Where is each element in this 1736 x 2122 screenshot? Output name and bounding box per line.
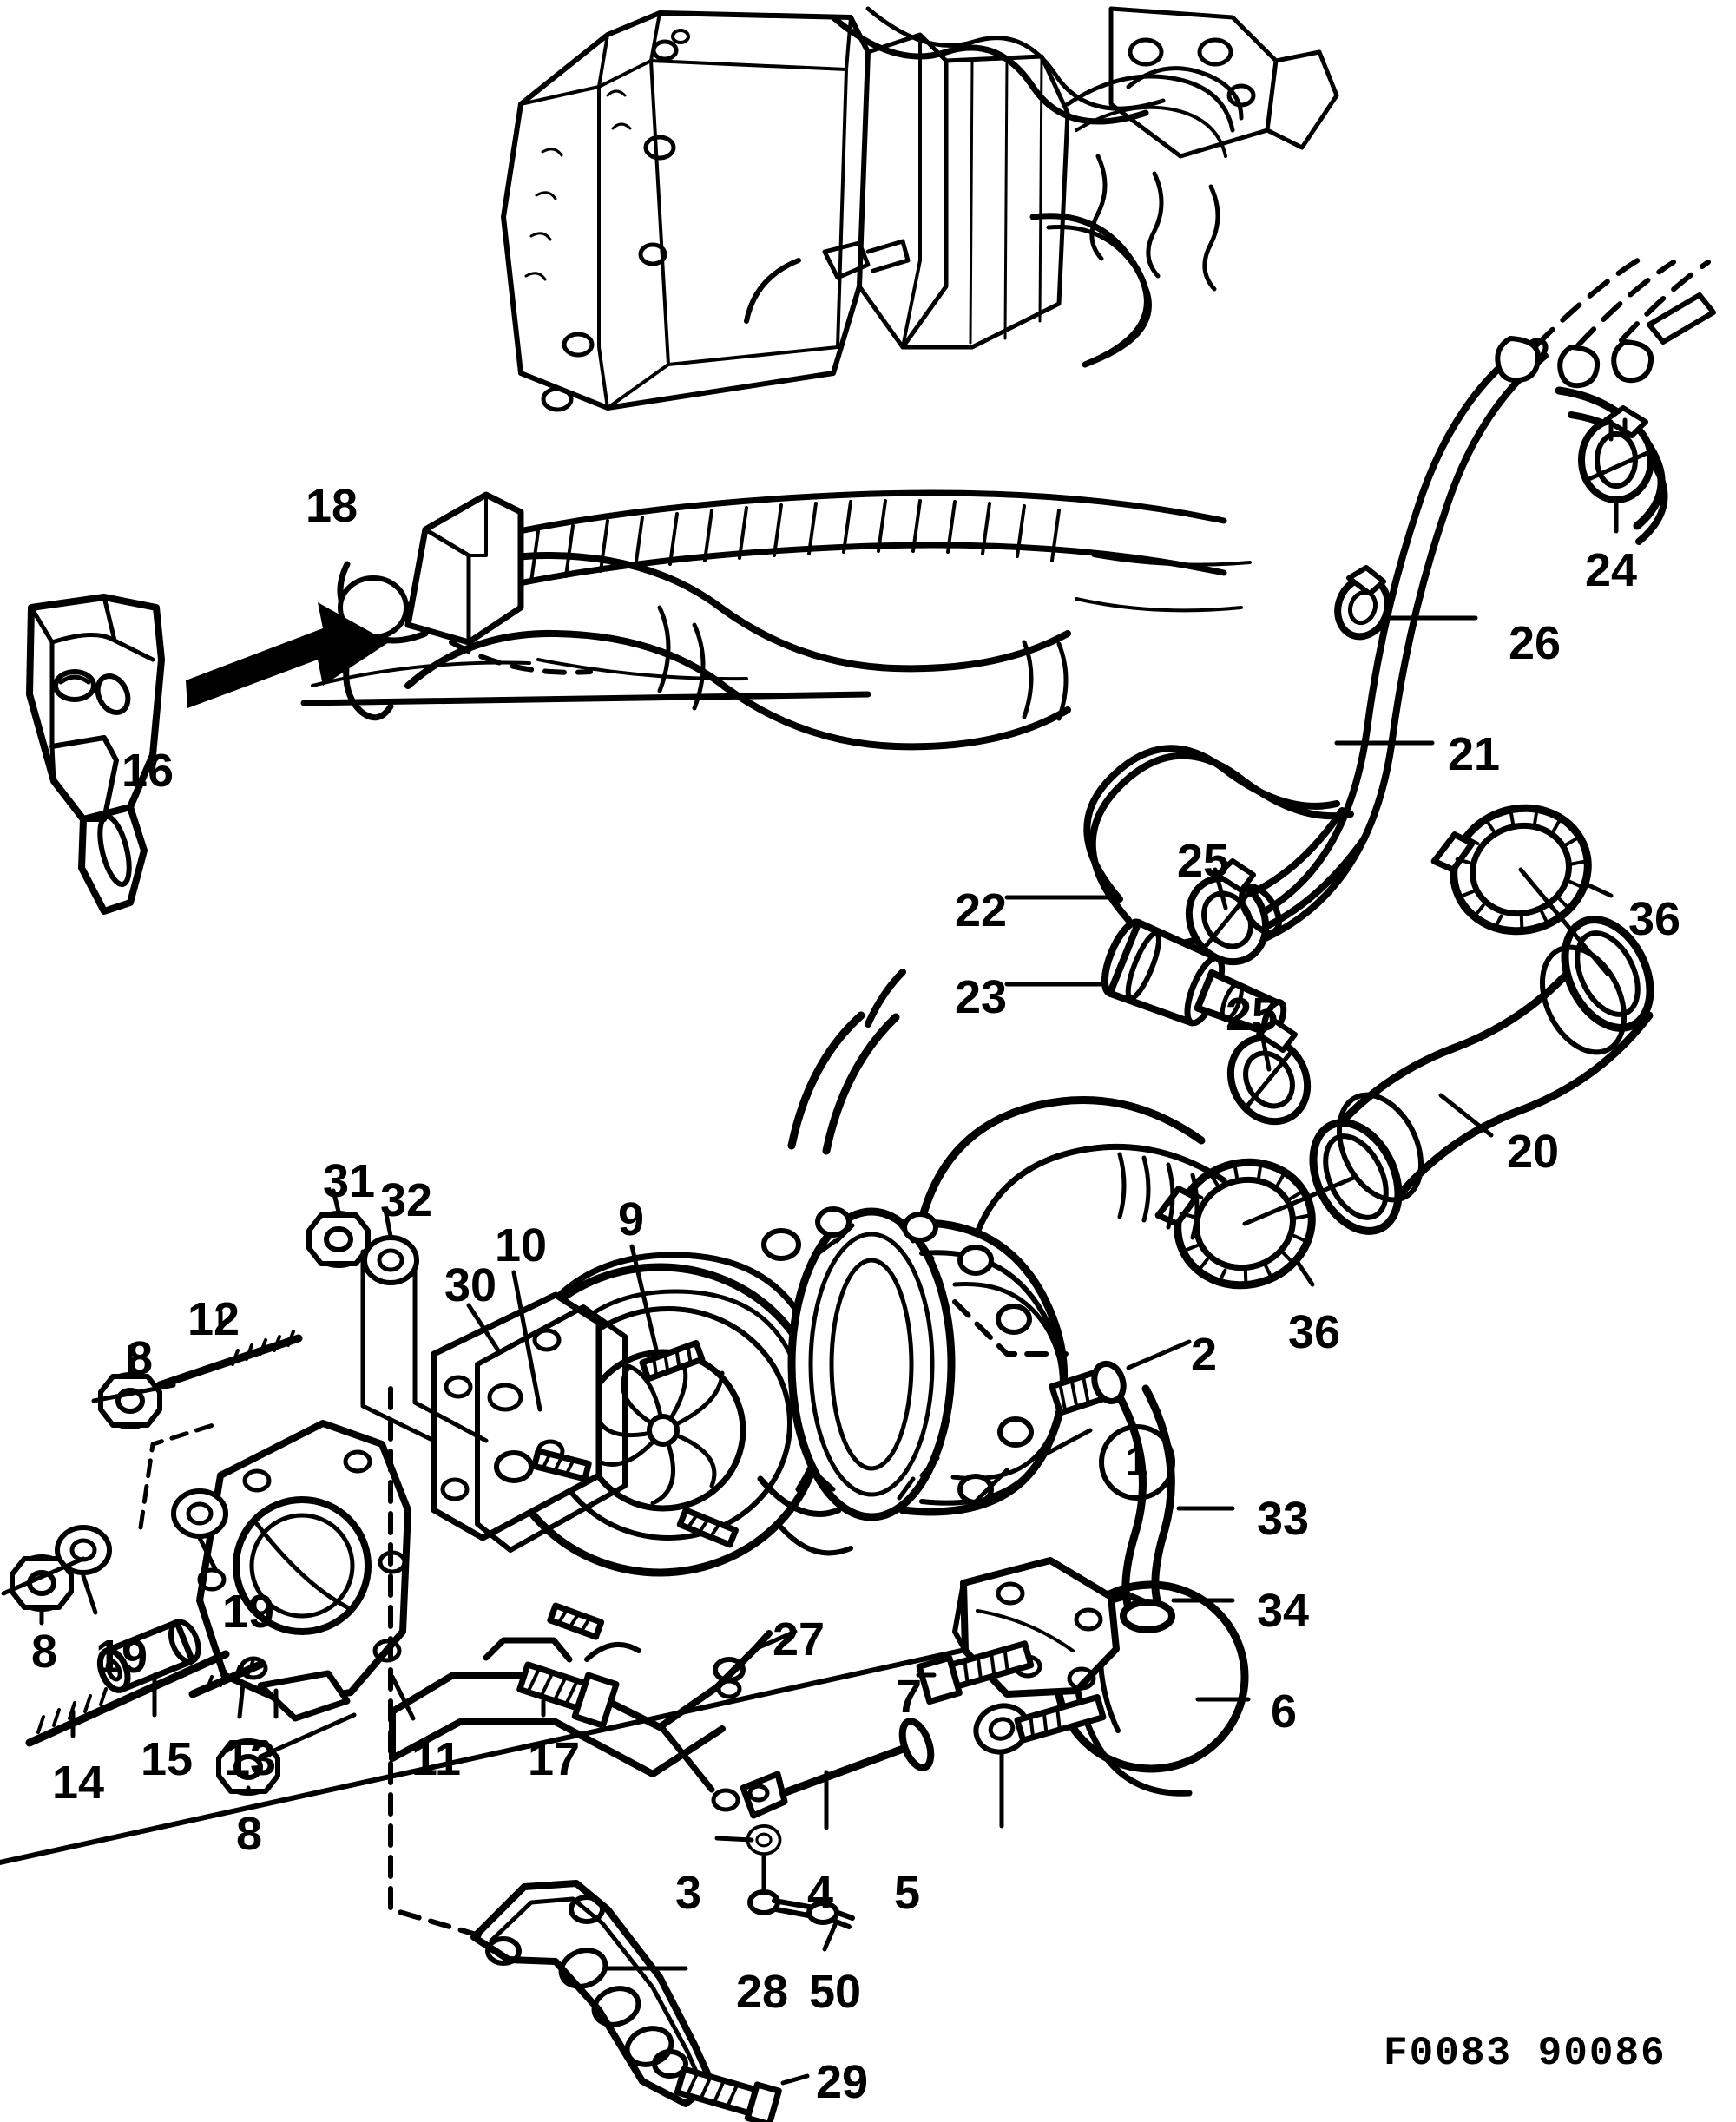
callout-14: 14: [52, 1757, 105, 1809]
callout-28: 28: [736, 1966, 789, 2018]
callout-1: 1: [1099, 1424, 1175, 1501]
callout-12: 12: [187, 1293, 240, 1345]
callout-8-a: 8: [127, 1332, 154, 1384]
callout-8-c: 8: [236, 1808, 263, 1860]
callout-21: 21: [1448, 728, 1501, 780]
callout-26: 26: [1509, 617, 1562, 669]
callout-10: 10: [495, 1219, 548, 1271]
callout-25-b: 25: [1226, 989, 1279, 1041]
callout-11: 11: [411, 1733, 462, 1785]
callout-23: 23: [955, 971, 1008, 1023]
callout-2: 2: [1191, 1329, 1218, 1381]
figure-caption: F0083 90086: [1384, 2031, 1667, 2076]
callout-20: 20: [1507, 1126, 1560, 1178]
callout-19-b: 19: [95, 1631, 148, 1683]
callout-15: 15: [141, 1733, 194, 1785]
callout-34: 34: [1257, 1585, 1310, 1637]
callout-8-b: 8: [31, 1626, 58, 1678]
callout-16: 16: [122, 745, 174, 797]
callout-17: 17: [528, 1733, 581, 1785]
callout-50: 50: [809, 1966, 862, 2018]
callout-22: 22: [955, 884, 1008, 936]
callout-32: 32: [380, 1174, 433, 1226]
callout-24: 24: [1585, 544, 1638, 596]
callout-13: 13: [224, 1733, 277, 1785]
callout-36-b: 36: [1288, 1306, 1341, 1358]
callout-3: 3: [675, 1867, 702, 1919]
callout-29: 29: [816, 2056, 869, 2108]
callout-9: 9: [618, 1193, 645, 1245]
callout-36-a: 36: [1628, 893, 1681, 945]
callout-4: 4: [807, 1867, 834, 1919]
callout-27: 27: [773, 1613, 825, 1665]
callout-31: 31: [323, 1155, 376, 1207]
callout-30: 30: [444, 1259, 497, 1311]
callout-7: 7: [896, 1671, 923, 1723]
callout-25-a: 25: [1177, 835, 1230, 887]
callout-5: 5: [894, 1867, 921, 1919]
callout-18: 18: [306, 480, 358, 532]
callout-33: 33: [1257, 1493, 1310, 1545]
callout-6: 6: [1271, 1685, 1298, 1738]
callout-19-a: 19: [222, 1586, 275, 1638]
